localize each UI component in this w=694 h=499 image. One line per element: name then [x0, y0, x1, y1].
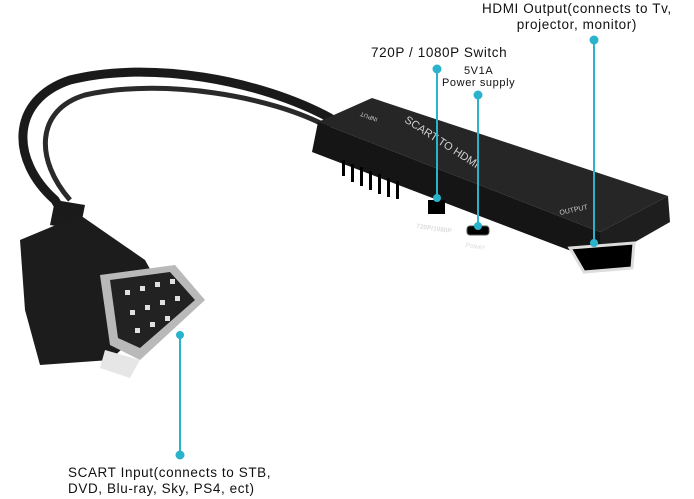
scart-plug — [20, 200, 205, 378]
converter-box: SCART TO HDMI INPUT OUTPUT 720P/1080P Po… — [312, 98, 670, 274]
switch-callout-dot — [432, 64, 442, 74]
power-label: 5V1A Power supply — [442, 65, 516, 89]
hdmi-callout-dot — [589, 35, 599, 45]
device-input-print: INPUT — [359, 110, 378, 122]
switch-label: 720P / 1080P Switch — [371, 45, 508, 60]
hdmi-port — [567, 241, 636, 274]
device-power-print: Power — [465, 242, 486, 252]
scart-input-label: SCART Input(connects to STB, DVD, Blu-ra… — [68, 465, 272, 496]
hdmi-output-label: HDMI Output(connects to Tv, projector, m… — [482, 1, 672, 32]
resolution-switch[interactable] — [428, 200, 445, 214]
cable — [18, 67, 335, 230]
device-switch-print: 720P/1080P — [416, 223, 453, 235]
power-callout-dot — [473, 90, 483, 100]
scart-callout-dot — [175, 450, 185, 460]
vents — [342, 160, 399, 199]
